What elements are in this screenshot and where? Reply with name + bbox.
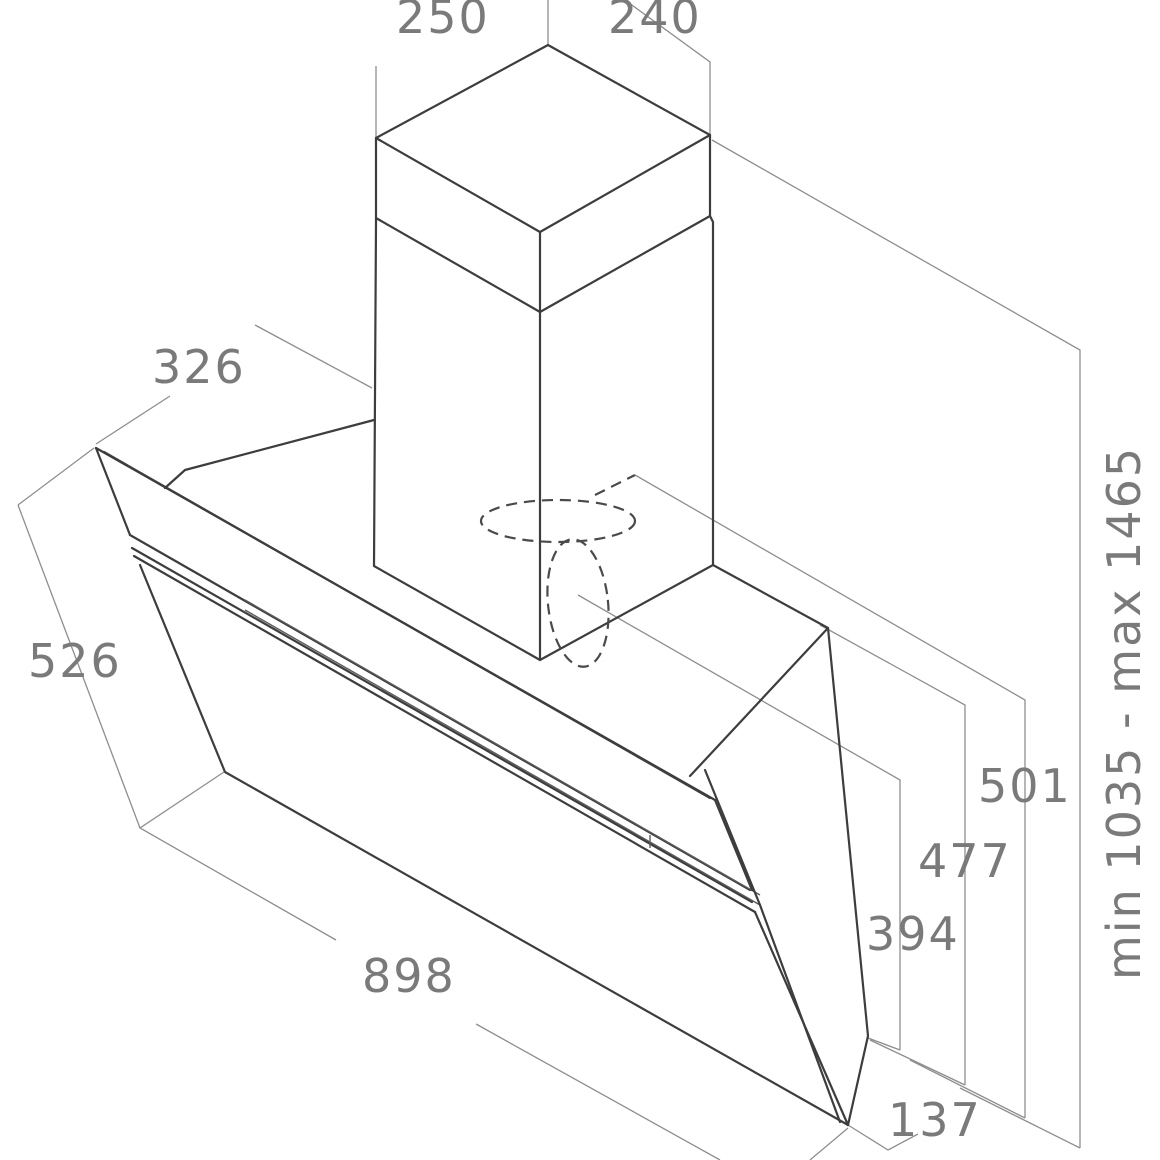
label-height-394: 394 xyxy=(866,907,960,961)
label-total-height: min 1035 - max 1465 xyxy=(1097,446,1151,980)
dimension-lines xyxy=(17,0,1081,1160)
label-height-501: 501 xyxy=(978,759,1072,813)
dimension-labels: 250 240 326 526 898 137 394 477 501 min … xyxy=(28,0,1151,1147)
label-chimney-width: 250 xyxy=(396,0,490,44)
hood-body xyxy=(94,418,870,1127)
air-outlet-dashed xyxy=(479,474,637,668)
label-hood-width: 898 xyxy=(362,949,456,1003)
chimney xyxy=(372,43,715,662)
label-glass-height: 526 xyxy=(28,634,122,688)
label-depth-137: 137 xyxy=(888,1093,982,1147)
label-chimney-depth: 240 xyxy=(608,0,702,44)
label-height-477: 477 xyxy=(918,834,1012,888)
label-hood-top-depth: 326 xyxy=(152,340,246,394)
